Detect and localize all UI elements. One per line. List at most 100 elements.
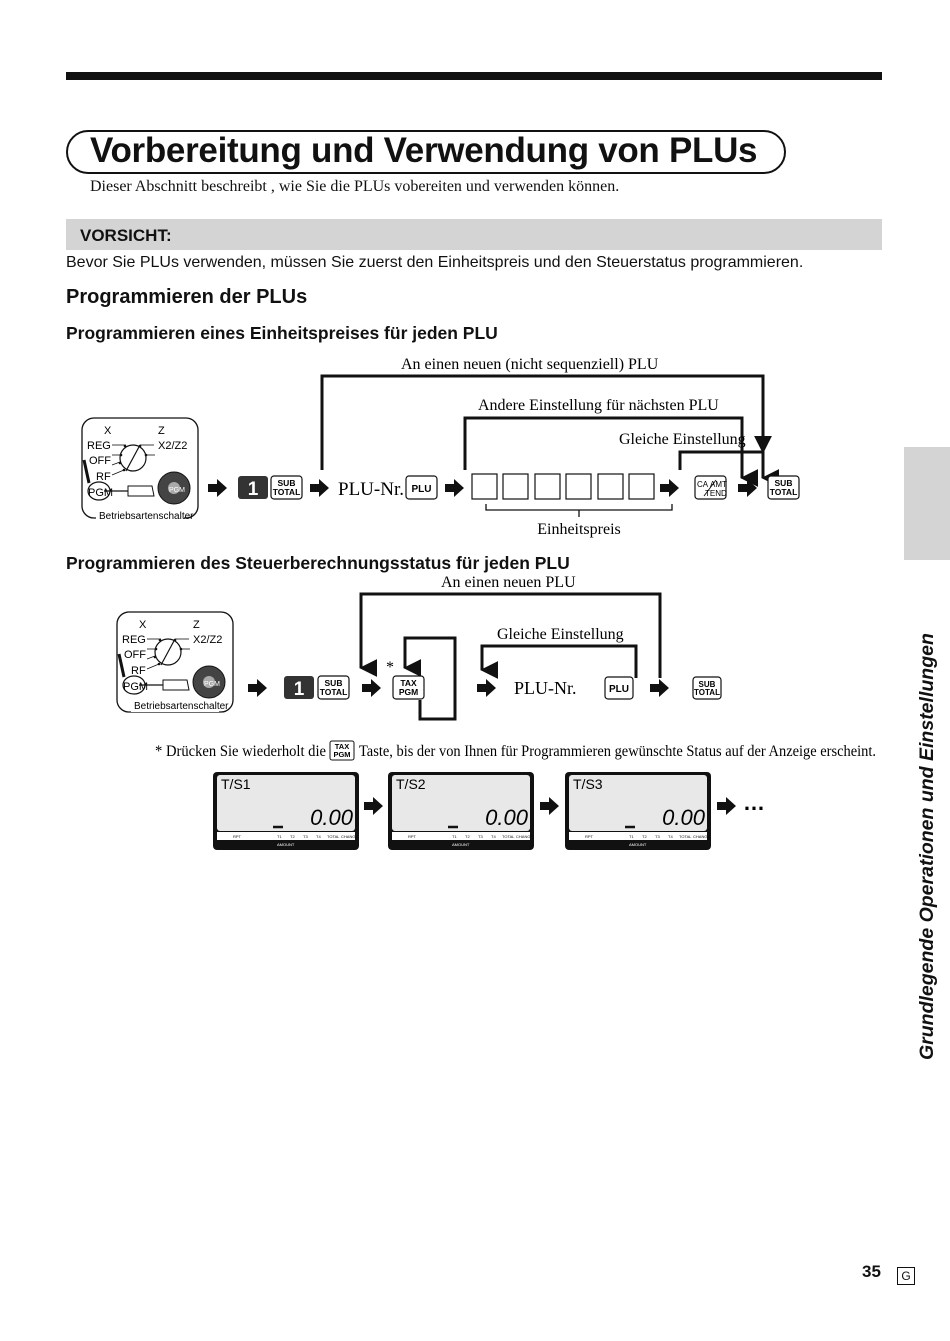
language-code-badge: G [897, 1267, 915, 1285]
svg-text:TEND: TEND [705, 489, 727, 498]
switch2-pos-reg: REG [122, 634, 146, 646]
svg-text:CA: CA [697, 480, 709, 489]
svg-text:PLU: PLU [412, 484, 432, 495]
switch2-pos-z: Z [193, 619, 200, 631]
svg-text:T2: T2 [290, 834, 295, 839]
display3-mode: T/S3 [573, 776, 603, 792]
diagram2-heading: Programmieren des Steuerberechnungsstatu… [66, 553, 570, 573]
switch1-pos-rf: RF [96, 471, 111, 483]
svg-text:SUB: SUB [699, 680, 716, 689]
page-title: Vorbereitung und Verwendung von PLUs [90, 131, 758, 170]
svg-text:T1: T1 [629, 834, 634, 839]
svg-text:T4: T4 [491, 834, 496, 839]
svg-text:TOTAL: TOTAL [694, 688, 720, 697]
switch2-caption: Betriebsartenschalter [134, 701, 229, 712]
svg-text:RPT: RPT [585, 834, 594, 839]
svg-text:PGM: PGM [399, 687, 418, 697]
display-ts1: T/S1 0.00 RPT T1 T2 T3 T4 TOTAL CHANGE A… [211, 770, 361, 852]
d1-plu-number-label: PLU-Nr. [338, 479, 404, 500]
d1-loop-next-label: Andere Einstellung für nächsten PLU [478, 397, 719, 414]
svg-text:TOTAL: TOTAL [679, 834, 692, 839]
diagram1-heading: Programmieren eines Einheitspreises für … [66, 323, 498, 343]
svg-text:TAX: TAX [400, 678, 417, 688]
key-1-d1: 1 [238, 476, 268, 500]
switch1-pos-reg: REG [87, 440, 111, 452]
key-subtotal-d1: SUB TOTAL [270, 475, 303, 500]
display1-value: 0.00 [310, 805, 354, 830]
caution-text: Bevor Sie PLUs verwenden, müssen Sie zue… [66, 254, 804, 271]
side-tab [904, 447, 950, 560]
footnote-suffix: Taste, bis der von Ihnen für Programmier… [359, 743, 876, 760]
svg-text:TOTAL: TOTAL [770, 487, 798, 497]
switch1-caption: Betriebsartenschalter [99, 511, 194, 522]
mode-switch-2: X Z REG X2/Z2 OFF RF PGM PGM Betriebsart… [115, 610, 235, 714]
key-tax-pgm-d2: TAX PGM [392, 675, 425, 700]
display-ts3: T/S3 0.00 RPT T1 T2 T3 T4 TOTAL CHANGE A… [563, 770, 713, 852]
d2-plu-number-label: PLU-Nr. [514, 678, 577, 698]
switch2-pos-rf: RF [131, 665, 146, 677]
top-rule [66, 72, 882, 80]
d2-asterisk: * [386, 659, 394, 676]
key-subtotal-d2: SUB TOTAL [317, 675, 350, 700]
switch1-pos-x2z2: X2/Z2 [158, 440, 187, 452]
switch1-key-label: PGM [169, 487, 185, 494]
svg-text:TOTAL: TOTAL [320, 687, 348, 697]
svg-text:AMOUNT: AMOUNT [629, 842, 647, 847]
svg-text:T3: T3 [655, 834, 660, 839]
key-tax-pgm-footnote: TAX PGM [329, 740, 355, 761]
diagram-canvas: An einen neuen (nicht sequenziell) PLU A… [80, 356, 876, 852]
svg-text:T3: T3 [303, 834, 308, 839]
svg-text:PGM: PGM [333, 750, 350, 759]
svg-text:AMT: AMT [710, 480, 727, 489]
svg-text:T1: T1 [277, 834, 282, 839]
svg-text:TAX: TAX [335, 742, 349, 751]
display-ts2: T/S2 0.00 RPT T1 T2 T3 T4 TOTAL CHANGE A… [386, 770, 536, 852]
display3-value: 0.00 [662, 805, 706, 830]
d1-loop-same-label: Gleiche Einstellung [619, 431, 746, 448]
d2-loop-new-label: An einen neuen PLU [441, 574, 576, 591]
d2-loop-same-label: Gleiche Einstellung [497, 626, 624, 643]
footnote-prefix: * Drücken Sie wiederholt die [155, 743, 326, 760]
intro-text: Dieser Abschnitt beschreibt , wie Sie di… [90, 178, 620, 195]
svg-text:SUB: SUB [775, 478, 793, 488]
switch1-pos-pgm: PGM [88, 487, 113, 499]
svg-text:RPT: RPT [233, 834, 242, 839]
svg-text:AMOUNT: AMOUNT [277, 842, 295, 847]
switch2-pos-x: X [139, 619, 147, 631]
switch1-pos-z: Z [158, 425, 165, 437]
caution-title: VORSICHT: [80, 226, 172, 245]
svg-text:1: 1 [248, 479, 259, 500]
key-subtotal-d2-end: SUB TOTAL [692, 676, 722, 700]
switch2-pos-pgm: PGM [123, 681, 148, 693]
svg-text:PLU: PLU [609, 684, 629, 695]
svg-text:T4: T4 [316, 834, 321, 839]
switch2-pos-off: OFF [124, 649, 146, 661]
svg-text:AMOUNT: AMOUNT [452, 842, 470, 847]
switch1-pos-x: X [104, 425, 112, 437]
display2-mode: T/S2 [396, 776, 426, 792]
svg-text:SUB: SUB [278, 478, 296, 488]
svg-text:1: 1 [294, 679, 305, 700]
d1-loop-new-label: An einen neuen (nicht sequenziell) PLU [401, 356, 659, 373]
display-ellipsis: … [743, 790, 765, 815]
key-subtotal-d1-end: SUB TOTAL [767, 475, 800, 500]
svg-text:T3: T3 [478, 834, 483, 839]
key-plu-d2: PLU [604, 676, 634, 700]
d1-unit-price-label: Einheitspreis [537, 521, 621, 538]
svg-text:RPT: RPT [408, 834, 417, 839]
svg-text:CHANGE: CHANGE [516, 834, 533, 839]
svg-text:CHANGE: CHANGE [341, 834, 358, 839]
svg-text:TOTAL: TOTAL [273, 487, 301, 497]
display1-mode: T/S1 [221, 776, 251, 792]
svg-text:T2: T2 [642, 834, 647, 839]
switch2-pos-x2z2: X2/Z2 [193, 634, 222, 646]
key-1-d2: 1 [284, 676, 314, 700]
side-tab-label: Grundlegende Operationen und Einstellung… [916, 633, 938, 1060]
svg-text:TOTAL: TOTAL [327, 834, 340, 839]
price-digit-boxes [471, 473, 655, 500]
section-heading: Programmieren der PLUs [66, 286, 308, 308]
svg-text:T2: T2 [465, 834, 470, 839]
mode-switch-1: X Z REG X2/Z2 OFF RF PGM PGM Betriebsart… [80, 416, 200, 522]
title-frame [66, 130, 786, 174]
svg-text:T1: T1 [452, 834, 457, 839]
